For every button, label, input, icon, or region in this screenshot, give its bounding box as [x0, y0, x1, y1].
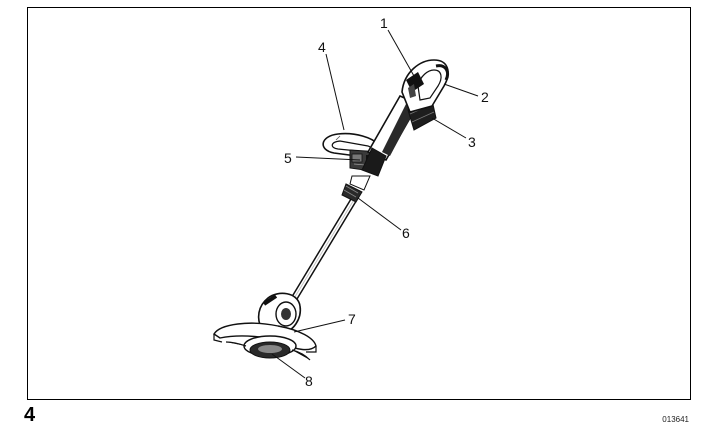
callout-8: 8	[305, 373, 313, 389]
callout-6: 6	[402, 225, 410, 241]
figure-frame	[27, 7, 691, 400]
callout-2: 2	[481, 89, 489, 105]
callout-5: 5	[284, 150, 292, 166]
spool	[225, 335, 311, 361]
callout-3: 3	[468, 134, 476, 150]
callout-1: 1	[380, 15, 388, 31]
shaft	[288, 192, 360, 306]
shaft-lock-collar	[341, 175, 371, 203]
figure-code: 013641	[662, 415, 689, 424]
figure-number: 4	[24, 404, 36, 426]
callout-7: 7	[348, 311, 356, 327]
switch-trigger	[406, 72, 424, 98]
callout-labels: 1 2 3 4 5 6 7 8	[284, 15, 489, 389]
rear-handle	[401, 59, 450, 113]
callout-4: 4	[318, 39, 326, 55]
callout-leaders	[271, 29, 479, 379]
